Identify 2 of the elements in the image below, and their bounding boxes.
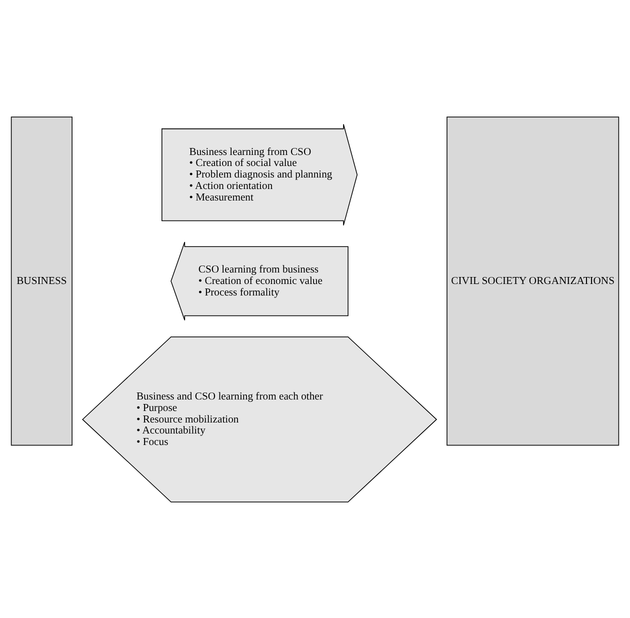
node-box: CIVIL SOCIETY ORGANIZATIONS [446,116,620,446]
node-box: BUSINESS [10,116,72,446]
